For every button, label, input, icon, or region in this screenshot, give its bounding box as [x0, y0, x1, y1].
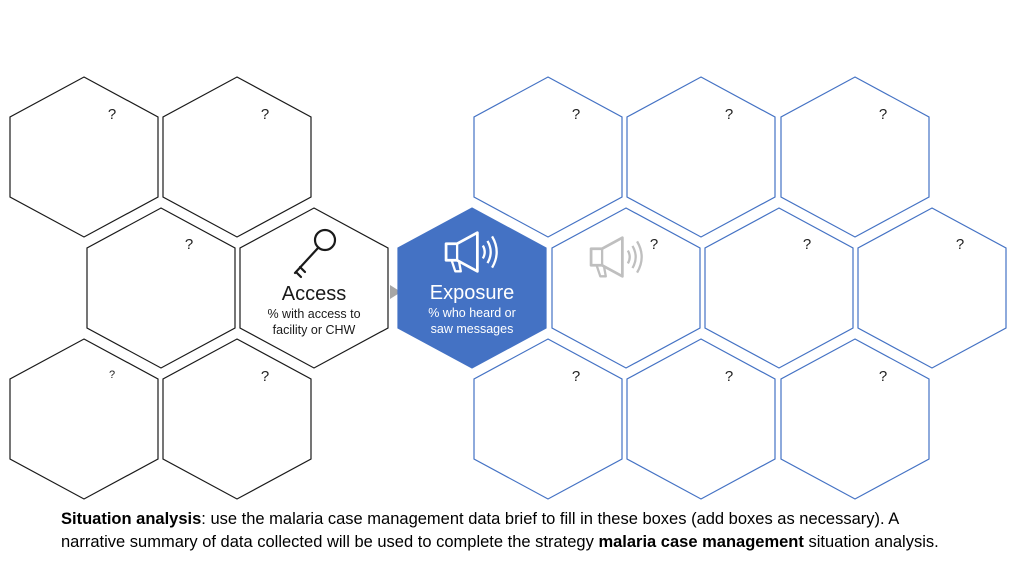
- placeholder-right-bot-2: ?: [725, 368, 733, 385]
- placeholder-right-top-1: ?: [572, 106, 580, 123]
- placeholder-left-top-1: ?: [108, 106, 116, 123]
- access-title: Access: [282, 283, 346, 305]
- hexagon-right-bot-1: [473, 338, 623, 500]
- hexagon-right-top-1: [473, 76, 623, 238]
- placeholder-left-mid-1: ?: [185, 236, 193, 253]
- hexagon-access: [239, 207, 389, 369]
- access-subtitle-line1: % with access to: [267, 307, 360, 321]
- placeholder-left-bot-2: ?: [261, 368, 269, 385]
- hexagon-left-bot-1: [9, 338, 159, 500]
- hexagon-right-bot-2: [626, 338, 776, 500]
- placeholder-right-bot-1: ?: [572, 368, 580, 385]
- caption-text-2: situation analysis.: [803, 533, 939, 551]
- key-icon: [293, 228, 337, 279]
- exposure-subtitle-line2: saw messages: [431, 322, 514, 336]
- hexagon-left-top-2: [162, 76, 312, 238]
- placeholder-right-bot-3: ?: [879, 368, 887, 385]
- placeholder-right-top-3: ?: [879, 106, 887, 123]
- situation-analysis-caption: Situation analysis: use the malaria case…: [61, 508, 961, 554]
- exposure-subtitle-line1: % who heard or: [428, 306, 516, 320]
- hexagon-right-top-2: [626, 76, 776, 238]
- hexagon-right-mid-3: [857, 207, 1007, 369]
- placeholder-left-top-2: ?: [261, 106, 269, 123]
- hexagon-right-bot-3: [780, 338, 930, 500]
- caption-text-1: : use the malaria case management data b…: [61, 510, 899, 551]
- placeholder-right-mid-3: ?: [956, 236, 964, 253]
- placeholder-right-top-2: ?: [725, 106, 733, 123]
- placeholder-right-mid-2: ?: [803, 236, 811, 253]
- hexagon-left-top-1: [9, 76, 159, 238]
- placeholder-left-bot-1: ?: [109, 369, 115, 381]
- exposure-title: Exposure: [430, 282, 515, 304]
- caption-lead-bold: Situation analysis: [61, 510, 202, 528]
- hexagon-left-bot-2: [162, 338, 312, 500]
- connector-arrow: [390, 285, 401, 299]
- hexagon-left-mid-1: [86, 207, 236, 369]
- hexagon-right-top-3: [780, 76, 930, 238]
- access-subtitle-line2: facility or CHW: [273, 323, 356, 337]
- caption-bold-2: malaria case management: [598, 533, 804, 551]
- hexagon-right-mid-2: [704, 207, 854, 369]
- placeholder-right-mid-1: ?: [650, 236, 658, 253]
- hexagon-right-mid-1: [551, 207, 701, 369]
- hexagon-exposure: [397, 207, 547, 369]
